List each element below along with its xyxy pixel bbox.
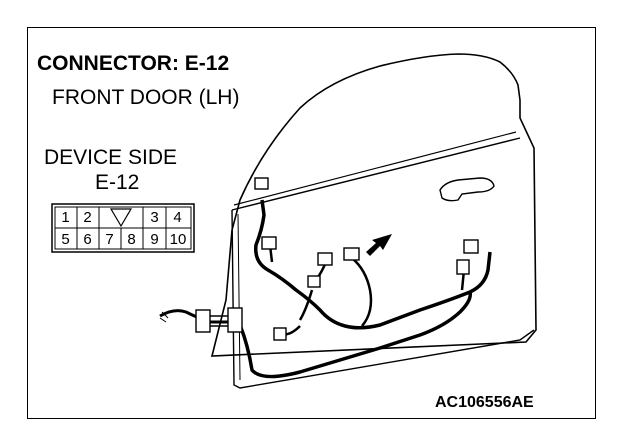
connector-right-top xyxy=(463,239,479,254)
pin-7: 7 xyxy=(105,231,114,248)
pin-5: 5 xyxy=(61,231,70,248)
connector-title: CONNECTOR: E-12 xyxy=(37,52,230,75)
pin-8: 8 xyxy=(127,231,136,248)
pin-4: 4 xyxy=(173,209,182,226)
connector-mid xyxy=(307,275,321,288)
location-subtitle: FRONT DOOR (LH) xyxy=(52,86,240,109)
wire-harness xyxy=(254,199,492,330)
connector-top xyxy=(254,177,269,190)
connector-face-grid xyxy=(51,203,195,253)
connector-right xyxy=(456,259,470,275)
device-code: E-12 xyxy=(95,171,140,194)
connector-lower xyxy=(273,327,287,341)
door-outline xyxy=(210,53,537,357)
connector-e12 xyxy=(343,247,360,261)
pin-2: 2 xyxy=(83,209,92,226)
connector-left xyxy=(261,236,277,250)
figure-code: AC106556AE xyxy=(435,394,534,411)
connector-e12-left xyxy=(317,252,333,266)
pin-1: 1 xyxy=(61,209,70,226)
device-side-label: DEVICE SIDE xyxy=(44,146,178,169)
pin-9: 9 xyxy=(150,231,159,248)
triangle-key-icon xyxy=(109,208,133,228)
figure-frame xyxy=(27,27,596,419)
pin-3: 3 xyxy=(150,209,159,226)
pin-6: 6 xyxy=(83,231,92,248)
pointer-arrow-icon xyxy=(366,234,392,256)
door-handle xyxy=(439,177,495,202)
pin-10: 10 xyxy=(169,231,187,248)
